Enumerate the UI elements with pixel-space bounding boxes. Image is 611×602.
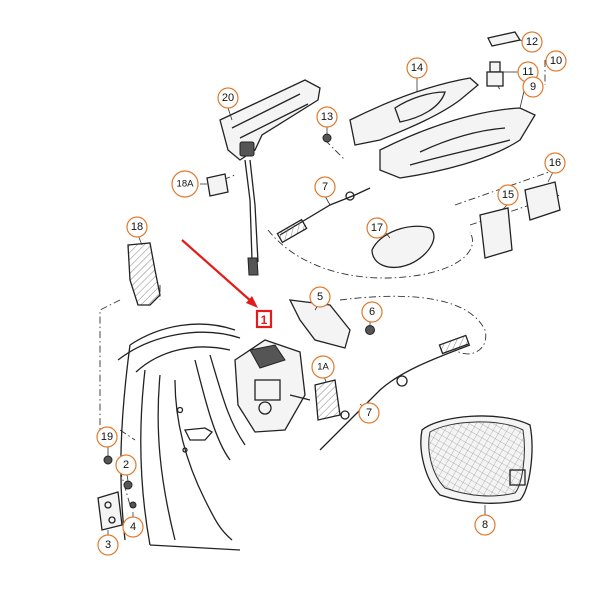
callout-15-label: 15 bbox=[502, 189, 514, 201]
callout-13-label: 13 bbox=[321, 111, 333, 123]
callout-14: 14 bbox=[406, 57, 428, 79]
part-16-button bbox=[524, 171, 561, 221]
callout-8: 8 bbox=[474, 514, 496, 536]
part-1A-seal bbox=[314, 375, 341, 421]
callout-18A-label: 18A bbox=[177, 179, 195, 190]
part-20-handle-carrier bbox=[219, 79, 321, 276]
callout-7-lower-label: 7 bbox=[366, 407, 372, 419]
callout-20: 20 bbox=[217, 87, 239, 109]
callout-2: 2 bbox=[115, 454, 137, 476]
callout-18-label: 18 bbox=[131, 221, 143, 233]
callout-12-label: 12 bbox=[526, 36, 538, 48]
part-3-striker bbox=[97, 491, 123, 535]
callout-10: 10 bbox=[545, 50, 567, 72]
part-6-screw bbox=[365, 322, 375, 335]
callout-3: 3 bbox=[97, 534, 119, 556]
callout-17-label: 17 bbox=[371, 222, 383, 234]
callout-19: 19 bbox=[96, 426, 118, 448]
callout-12: 12 bbox=[521, 31, 543, 53]
callout-13: 13 bbox=[316, 106, 338, 128]
highlight-arrow bbox=[181, 239, 258, 308]
callout-7-lower: 7 bbox=[358, 402, 380, 424]
door-shell bbox=[117, 323, 246, 551]
part-9-inner-handle bbox=[379, 86, 536, 179]
callout-15: 15 bbox=[497, 184, 519, 206]
part-19-bolt bbox=[103, 446, 113, 465]
part-8-sound-panel bbox=[420, 415, 533, 515]
callout-14-label: 14 bbox=[411, 62, 423, 74]
callout-4-label: 4 bbox=[130, 521, 136, 533]
callout-11-label: 11 bbox=[522, 66, 533, 78]
callout-6-label: 6 bbox=[369, 306, 375, 318]
part-7-cable-upper bbox=[276, 187, 371, 244]
callout-8-label: 8 bbox=[482, 519, 488, 531]
callout-1A-label: 1A bbox=[317, 362, 329, 373]
callout-7-upper-label: 7 bbox=[322, 181, 328, 193]
callout-7-upper: 7 bbox=[314, 176, 336, 198]
part-13-screw bbox=[322, 127, 332, 143]
callout-5-label: 5 bbox=[317, 291, 323, 303]
callout-16: 16 bbox=[544, 152, 566, 174]
part-18-seal-pad bbox=[127, 234, 161, 306]
part-18A-clip bbox=[200, 173, 229, 197]
callout-9-label: 9 bbox=[530, 81, 536, 93]
callout-10-label: 10 bbox=[550, 55, 562, 67]
callout-2-label: 2 bbox=[123, 459, 129, 471]
callout-5: 5 bbox=[309, 286, 331, 308]
part-17-cover bbox=[371, 225, 435, 268]
part-12-cap bbox=[487, 31, 526, 47]
callout-18: 18 bbox=[126, 216, 148, 238]
part-1-door-lock bbox=[234, 339, 311, 433]
callout-18A: 18A bbox=[171, 170, 199, 198]
highlight-label: 1 bbox=[261, 313, 268, 327]
callout-17: 17 bbox=[366, 217, 388, 239]
callout-3-label: 3 bbox=[105, 539, 111, 551]
callout-1A: 1A bbox=[311, 355, 335, 379]
callout-9: 9 bbox=[522, 76, 544, 98]
callout-6: 6 bbox=[361, 301, 383, 323]
callout-16-label: 16 bbox=[549, 157, 561, 169]
highlight-label-box: 1 bbox=[255, 309, 273, 329]
part-11-plug bbox=[486, 61, 518, 87]
callout-4: 4 bbox=[122, 516, 144, 538]
part-7-cable-lower bbox=[319, 334, 471, 451]
part-2-bolt bbox=[123, 473, 133, 490]
part-14-handle-bezel bbox=[349, 77, 480, 146]
callout-20-label: 20 bbox=[222, 92, 234, 104]
part-4-pin bbox=[129, 501, 137, 518]
part-15-button bbox=[479, 203, 513, 259]
callout-19-label: 19 bbox=[101, 431, 113, 443]
